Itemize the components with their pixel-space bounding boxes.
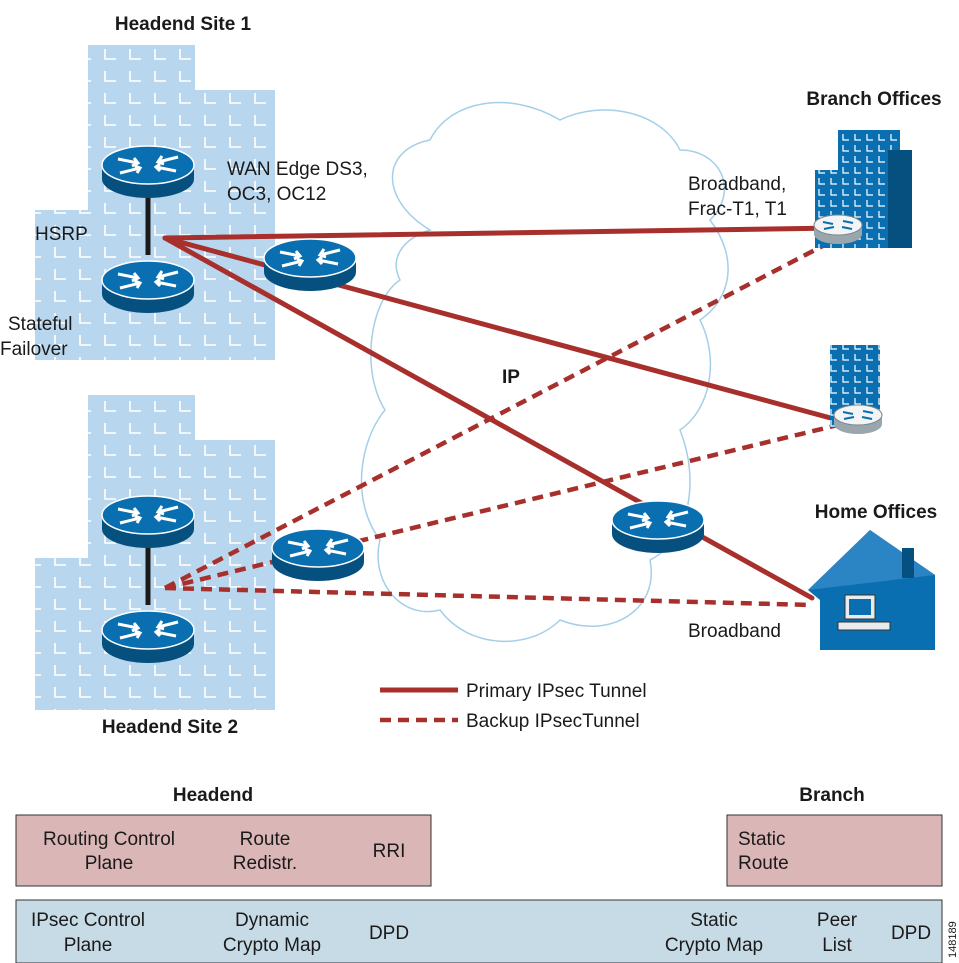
headend-site-1-label: Headend Site 1 [115,14,252,35]
ip-cloud [360,101,729,643]
peer-list-label-2: List [822,935,852,956]
headend-site-2-label: Headend Site 2 [102,717,238,738]
static-route-label-1: Static [738,829,786,850]
stateful-label-1: Stateful [8,314,72,335]
peer-list-label-1: Peer [817,910,858,931]
headend1-router-bottom [100,259,196,315]
ipsec-control-label-1: IPsec Control [31,910,145,931]
static-route-label-2: Route [738,853,789,874]
wan-edge-label-1: WAN Edge DS3, [227,159,368,180]
dpd-headend-label: DPD [369,923,409,944]
headend2-router-top [100,494,196,550]
cloud-router [610,499,706,555]
headend-routing-box [15,814,432,887]
hsrp-label: HSRP [35,224,88,245]
routing-control-label-2: Plane [85,853,134,874]
headend2-edge-router [270,527,366,583]
branch-title: Branch [799,785,864,806]
rri-label: RRI [373,841,406,862]
dpd-branch-label: DPD [891,923,931,944]
headend-title: Headend [173,785,253,806]
static-crypto-label-2: Crypto Map [665,935,763,956]
home-offices-label: Home Offices [815,502,937,523]
legend-backup-label: Backup IPsecTunnel [466,711,640,732]
dynamic-crypto-label-2: Crypto Map [223,935,321,956]
headend-site-1-buildings [35,45,275,360]
broadband-home-label: Broadband [688,621,781,642]
home-office [808,530,935,650]
legend-primary-label: Primary IPsec Tunnel [466,681,647,702]
dynamic-crypto-label-1: Dynamic [235,910,309,931]
figure-id: 148189 [947,921,959,958]
ip-label: IP [502,367,520,388]
branch-routing-box [726,814,943,887]
branch-offices-label: Branch Offices [806,89,941,110]
stateful-label-2: Failover [0,339,68,360]
route-redistr-label-1: Route [240,829,291,850]
ipsec-control-box [15,899,943,963]
headend2-router-bottom [100,609,196,665]
static-crypto-label-1: Static [690,910,738,931]
legend [380,687,458,723]
route-redistr-label-2: Redistr. [233,853,297,874]
routing-control-label-1: Routing Control [43,829,175,850]
ipsec-control-label-2: Plane [64,935,113,956]
branch-office-large [813,130,912,248]
headend1-router-top [100,144,196,200]
wan-edge-label-2: OC3, OC12 [227,184,326,205]
wan-edge-router [262,237,358,293]
broadband-branch-label-1: Broadband, [688,174,786,195]
broadband-branch-label-2: Frac-T1, T1 [688,199,787,220]
branch-office-small [830,345,883,435]
